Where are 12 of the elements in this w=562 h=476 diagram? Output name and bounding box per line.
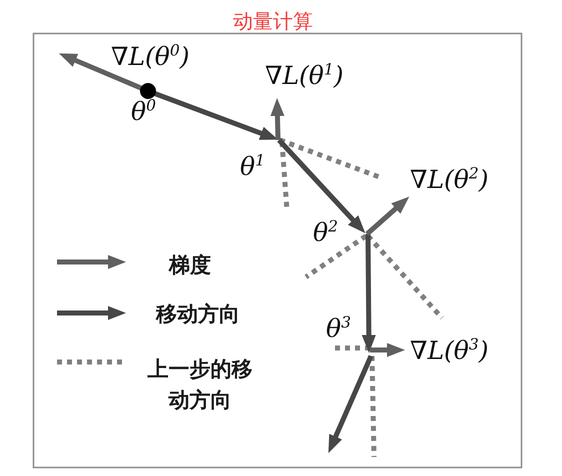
legend-label: 上一步的移动方向 <box>146 356 254 414</box>
math-label: θ$^{2}$ <box>313 220 338 245</box>
legend-label: 移动方向 <box>154 300 241 328</box>
math-label: ∇L(θ$^{0}$) <box>111 44 190 69</box>
math-label: ∇L(θ$^{1}$) <box>265 63 344 88</box>
math-label: θ$^{3}$ <box>326 316 351 341</box>
title: 动量计算 <box>233 11 313 31</box>
math-label: ∇L(θ$^{2}$) <box>410 167 489 192</box>
math-label: θ$^{0}$ <box>131 99 156 124</box>
math-label: ∇L(θ$^{3}$) <box>410 338 489 363</box>
math-label: θ$^{1}$ <box>240 154 265 179</box>
legend-label: 梯度 <box>168 252 212 278</box>
